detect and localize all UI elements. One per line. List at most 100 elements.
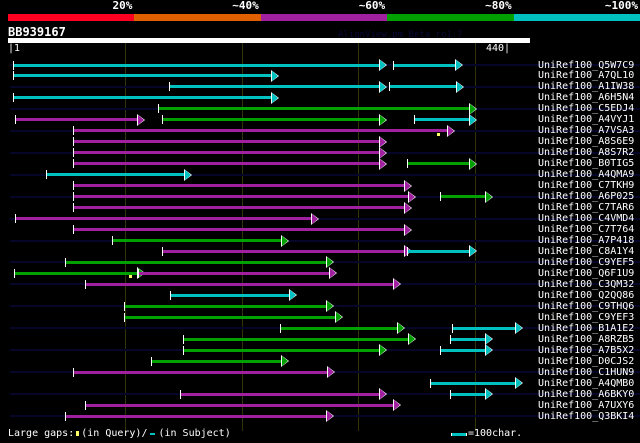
alignment-segment[interactable] xyxy=(64,414,328,418)
grid-line xyxy=(475,43,476,431)
hit-label[interactable]: UniRef100_A7UXY6 xyxy=(538,399,635,411)
segment-start-tick xyxy=(72,367,74,377)
hit-label[interactable]: UniRef100_C1HUN9 xyxy=(538,366,635,378)
hit-label[interactable]: UniRef100_C9YEF5 xyxy=(538,256,635,268)
hit-label[interactable]: UniRef100_Q3BKI4 xyxy=(538,410,635,422)
alignment-segment[interactable] xyxy=(170,293,290,297)
alignment-segment[interactable] xyxy=(15,118,139,122)
hit-label[interactable]: UniRef100_Q5W7C9 xyxy=(538,59,635,71)
alignment-segment[interactable] xyxy=(138,271,330,275)
hit-label[interactable]: UniRef100_C5EDJ4 xyxy=(538,103,635,115)
hit-label[interactable]: UniRef100_A8S7R2 xyxy=(538,147,635,159)
alignment-segment[interactable] xyxy=(84,403,395,407)
alignment-segment[interactable] xyxy=(72,228,405,232)
arrow-head-icon xyxy=(404,180,411,191)
hit-label[interactable]: UniRef100_A7P418 xyxy=(538,235,635,247)
arrow-head-icon xyxy=(394,400,401,411)
hit-label[interactable]: UniRef100_A6BKY0 xyxy=(538,388,635,400)
alignment-segment[interactable] xyxy=(179,392,381,396)
alignment-segment[interactable] xyxy=(72,184,405,188)
scale-end: 440| xyxy=(486,43,511,54)
alignment-segment[interactable] xyxy=(439,195,486,199)
alignment-segment[interactable] xyxy=(72,162,381,166)
hit-label[interactable]: UniRef100_A7B5X2 xyxy=(538,344,635,356)
hit-label[interactable]: UniRef100_A6H5N4 xyxy=(538,92,635,104)
hit-label[interactable]: UniRef100_D0CJS2 xyxy=(538,355,635,367)
arrow-head-icon xyxy=(380,389,387,400)
hit-label[interactable]: UniRef100_Q2QQ86 xyxy=(538,289,635,301)
alignment-segment[interactable] xyxy=(450,337,486,341)
hit-label[interactable]: UniRef100_C4VMD4 xyxy=(538,213,635,225)
alignment-segment[interactable] xyxy=(158,107,471,111)
arrow-head-icon xyxy=(335,312,342,323)
segment-start-tick xyxy=(13,93,14,103)
alignment-segment[interactable] xyxy=(151,359,282,363)
hit-label[interactable]: UniRef100_A6P025 xyxy=(538,191,635,203)
hit-label[interactable]: UniRef100_Q6F1U9 xyxy=(538,267,635,279)
hit-label[interactable]: UniRef100_B1A1E2 xyxy=(538,322,635,334)
alignment-segment[interactable] xyxy=(45,173,186,177)
alignment-segment[interactable] xyxy=(183,348,381,352)
segment-start-tick xyxy=(138,268,140,278)
row-lane xyxy=(10,239,640,242)
arrow-head-icon xyxy=(457,81,464,92)
row-lane xyxy=(10,217,640,220)
alignment-segment[interactable] xyxy=(168,85,381,89)
alignment-segment[interactable] xyxy=(84,282,395,286)
alignment-segment[interactable] xyxy=(13,63,381,67)
alignment-segment[interactable] xyxy=(392,63,457,67)
hit-label[interactable]: UniRef100_C7TKH9 xyxy=(538,180,635,192)
hit-label[interactable]: UniRef100_A4QMA9 xyxy=(538,169,635,181)
segment-start-tick xyxy=(450,334,452,344)
arrow-head-icon xyxy=(516,378,523,389)
hit-label[interactable]: UniRef100_A8RZB5 xyxy=(538,333,635,345)
alignment-segment[interactable] xyxy=(407,249,471,253)
hit-label[interactable]: UniRef100_C9YEF3 xyxy=(538,311,635,323)
hit-label[interactable]: UniRef100_A8S6E9 xyxy=(538,136,635,148)
alignment-segment[interactable] xyxy=(407,162,471,166)
alignment-segment[interactable] xyxy=(13,74,273,78)
segment-start-tick xyxy=(124,301,126,311)
alignment-segment[interactable] xyxy=(13,96,273,100)
alignment-segment[interactable] xyxy=(183,337,410,341)
coverage-label: ~100% xyxy=(604,0,638,12)
coverage-color-5 xyxy=(513,14,640,21)
alignment-segment[interactable] xyxy=(414,118,471,122)
alignment-segment[interactable] xyxy=(72,129,449,133)
alignment-segment[interactable] xyxy=(14,271,139,275)
hit-label[interactable]: UniRef100_C3QM32 xyxy=(538,278,635,290)
arrow-head-icon xyxy=(394,279,401,290)
segment-start-tick xyxy=(161,115,163,125)
coverage-label: ~80% xyxy=(485,0,512,12)
alignment-segment[interactable] xyxy=(124,304,328,308)
segment-start-tick xyxy=(170,290,172,300)
alignment-segment[interactable] xyxy=(15,217,313,221)
alignment-segment[interactable] xyxy=(72,370,329,374)
hit-label[interactable]: UniRef100_A7QL10 xyxy=(538,70,635,82)
alignment-segment[interactable] xyxy=(72,140,381,144)
alignment-segment[interactable] xyxy=(72,206,405,210)
alignment-segment[interactable] xyxy=(111,239,282,243)
alignment-segment[interactable] xyxy=(450,392,486,396)
hit-label[interactable]: UniRef100_A1IW38 xyxy=(538,81,635,93)
alignment-segment[interactable] xyxy=(124,315,336,319)
alignment-segment[interactable] xyxy=(280,326,398,330)
hit-label[interactable]: UniRef100_A4QMB0 xyxy=(538,377,635,389)
alignment-segment[interactable] xyxy=(451,326,517,330)
scale-label: =100char. xyxy=(468,428,523,439)
alignment-segment[interactable] xyxy=(161,118,381,122)
alignment-segment[interactable] xyxy=(161,249,405,253)
hit-label[interactable]: UniRef100_C7T764 xyxy=(538,224,635,236)
hit-label[interactable]: UniRef100_C9THQ6 xyxy=(538,300,635,312)
hit-label[interactable]: UniRef100_B0TIG5 xyxy=(538,158,635,170)
alignment-segment[interactable] xyxy=(389,85,458,89)
hit-label[interactable]: UniRef100_C8A1Y4 xyxy=(538,245,635,257)
hit-label[interactable]: UniRef100_C7TAR6 xyxy=(538,202,635,214)
alignment-segment[interactable] xyxy=(72,151,381,155)
alignment-segment[interactable] xyxy=(430,381,517,385)
alignment-segment[interactable] xyxy=(72,195,410,199)
hit-label[interactable]: UniRef100_A7VSA3 xyxy=(538,125,635,137)
alignment-segment[interactable] xyxy=(439,348,486,352)
alignment-segment[interactable] xyxy=(64,260,328,264)
hit-label[interactable]: UniRef100_A4VYJ1 xyxy=(538,114,635,126)
